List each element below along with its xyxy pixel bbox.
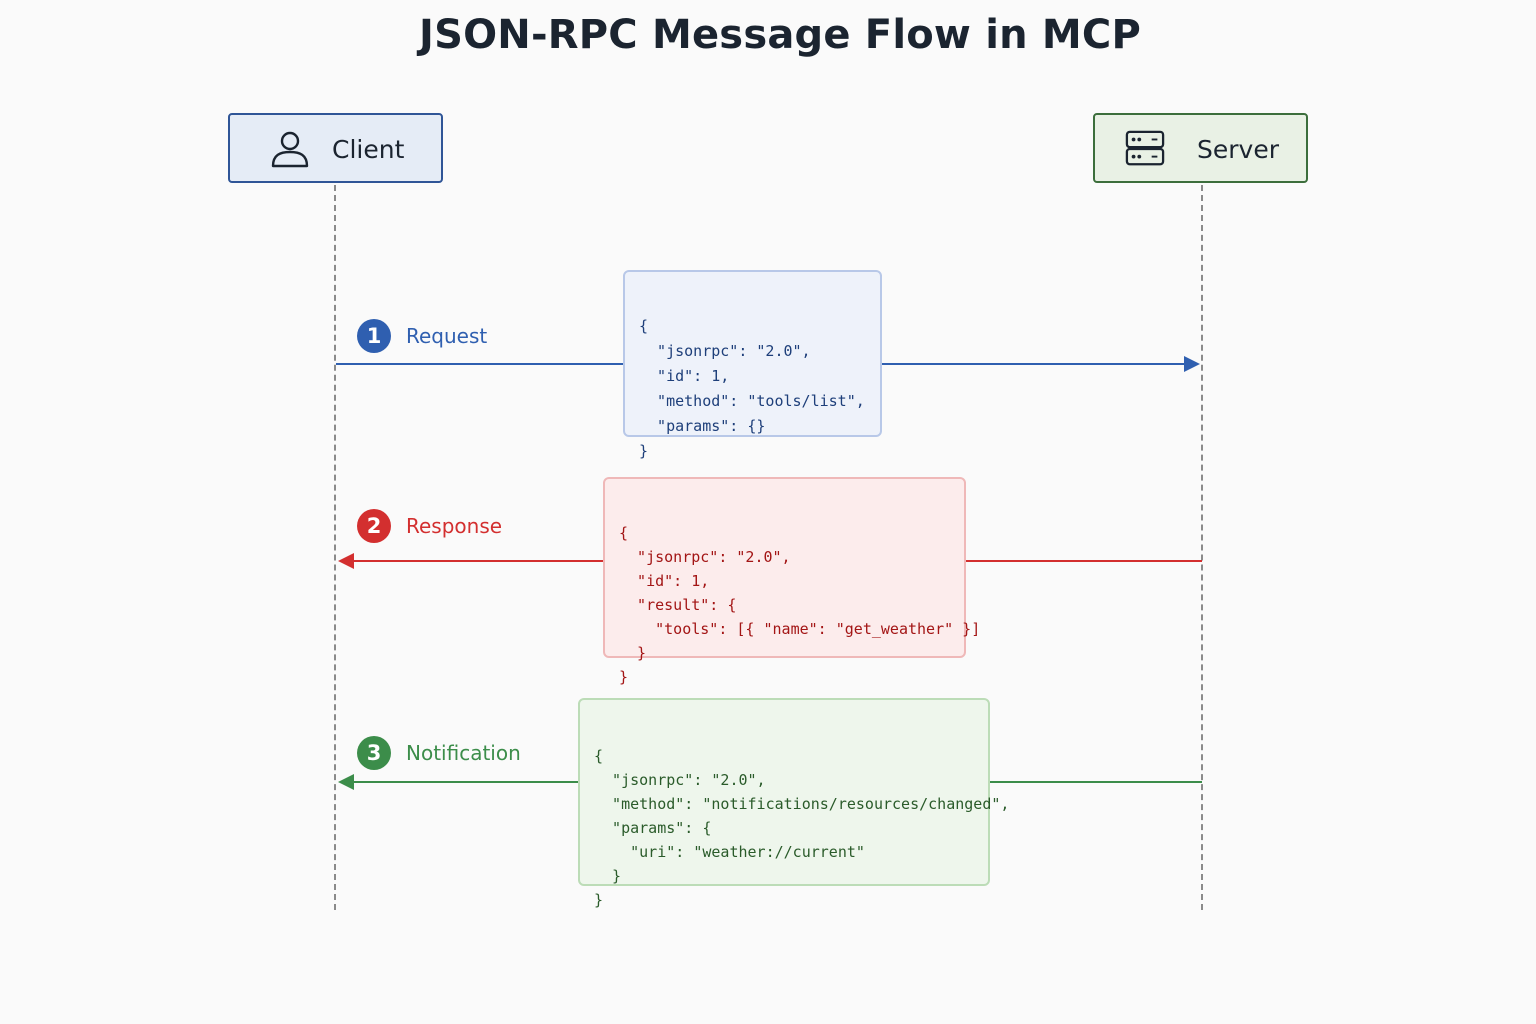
- json-line: "jsonrpc": "2.0",: [639, 342, 811, 360]
- json-line: {: [594, 747, 604, 765]
- notification-step: 3 Notification: [357, 735, 521, 771]
- step-number-badge: 2: [357, 509, 391, 543]
- client-actor-box: Client: [228, 113, 443, 183]
- notification-json-box: { "jsonrpc": "2.0", "method": "notificat…: [578, 698, 1010, 909]
- step-label: Notification: [406, 741, 521, 765]
- server-actor-box: Server: [1093, 113, 1308, 183]
- server-label: Server: [1197, 135, 1279, 164]
- response-step: 2 Response: [357, 508, 502, 544]
- user-icon: [271, 131, 309, 168]
- json-line: "tools": [{ "name": "get_weather" }]: [619, 620, 981, 638]
- step-label: Response: [406, 514, 503, 538]
- json-line: }: [639, 442, 649, 460]
- client-lifeline: [334, 185, 336, 910]
- client-label: Client: [332, 135, 405, 164]
- json-line: "method": "tools/list",: [639, 392, 865, 410]
- json-line: {: [619, 524, 629, 542]
- json-line: "method": "notifications/resources/chang…: [594, 795, 1010, 813]
- json-line: "params": {: [594, 819, 712, 837]
- response-json-box: { "jsonrpc": "2.0", "id": 1, "result": {…: [603, 477, 981, 686]
- json-line: "result": {: [619, 596, 737, 614]
- json-line: "uri": "weather://current": [594, 843, 865, 861]
- notification-arrowhead: [338, 774, 354, 790]
- step-number-badge: 3: [357, 736, 391, 770]
- json-line: }: [619, 644, 647, 662]
- server-icon: [1125, 130, 1165, 166]
- json-line: "jsonrpc": "2.0",: [594, 771, 766, 789]
- response-arrowhead: [338, 553, 354, 569]
- step-number-badge: 1: [357, 319, 391, 353]
- json-line: {: [639, 317, 649, 335]
- json-line: "jsonrpc": "2.0",: [619, 548, 791, 566]
- json-line: }: [619, 668, 629, 686]
- json-line: "id": 1,: [619, 572, 710, 590]
- step-label: Request: [406, 324, 488, 348]
- json-line: "params": {}: [639, 417, 766, 435]
- json-line: }: [594, 891, 604, 909]
- request-json-box: { "jsonrpc": "2.0", "id": 1, "method": "…: [623, 270, 882, 460]
- json-line: }: [594, 867, 622, 885]
- request-step: 1 Request: [357, 318, 487, 354]
- diagram-title: JSON-RPC Message Flow in MCP: [419, 12, 1141, 58]
- request-arrowhead: [1184, 356, 1200, 372]
- server-lifeline: [1201, 185, 1203, 910]
- json-line: "id": 1,: [639, 367, 730, 385]
